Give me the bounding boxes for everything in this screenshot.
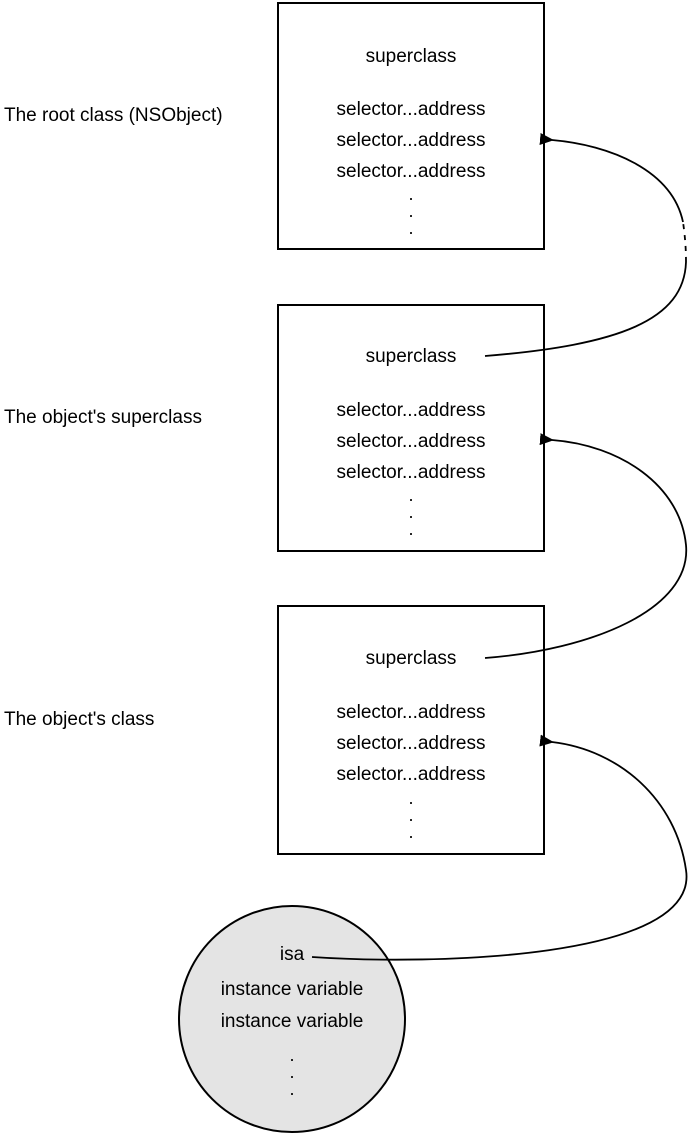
object-superclass-label: The object's superclass (4, 407, 202, 428)
method-entry: selector...address (336, 161, 486, 182)
object-class-box: superclass selector...address selector..… (277, 605, 545, 855)
instance-object: isa instance variable instance variable … (178, 905, 406, 1133)
method-entry: selector...address (336, 130, 486, 151)
superclass-field: superclass (365, 346, 457, 367)
root-class-label: The root class (NSObject) (4, 105, 223, 126)
instance-variable: instance variable (220, 979, 364, 1000)
ellipsis-dots: ... (408, 485, 414, 539)
object-class-label: The object's class (4, 709, 155, 730)
method-entry: selector...address (336, 99, 486, 120)
method-entry: selector...address (336, 462, 486, 483)
root-pointer-arrow-dash (682, 221, 687, 263)
ellipsis-dots: ... (289, 1045, 295, 1099)
method-entry: selector...address (336, 702, 486, 723)
method-entry: selector...address (336, 764, 486, 785)
superclass-field: superclass (365, 648, 457, 669)
method-entry: selector...address (336, 431, 486, 452)
ellipsis-dots: ... (408, 788, 414, 842)
method-entry: selector...address (336, 400, 486, 421)
superclass-field: superclass (365, 46, 457, 67)
root-pointer-arrow-upper (539, 132, 684, 223)
method-entry: selector...address (336, 733, 486, 754)
instance-variable: instance variable (220, 1011, 364, 1032)
root-class-box: superclass selector...address selector..… (277, 2, 545, 250)
ellipsis-dots: ... (408, 184, 414, 238)
superclass-box: superclass selector...address selector..… (277, 304, 545, 552)
isa-field: isa (279, 944, 305, 965)
